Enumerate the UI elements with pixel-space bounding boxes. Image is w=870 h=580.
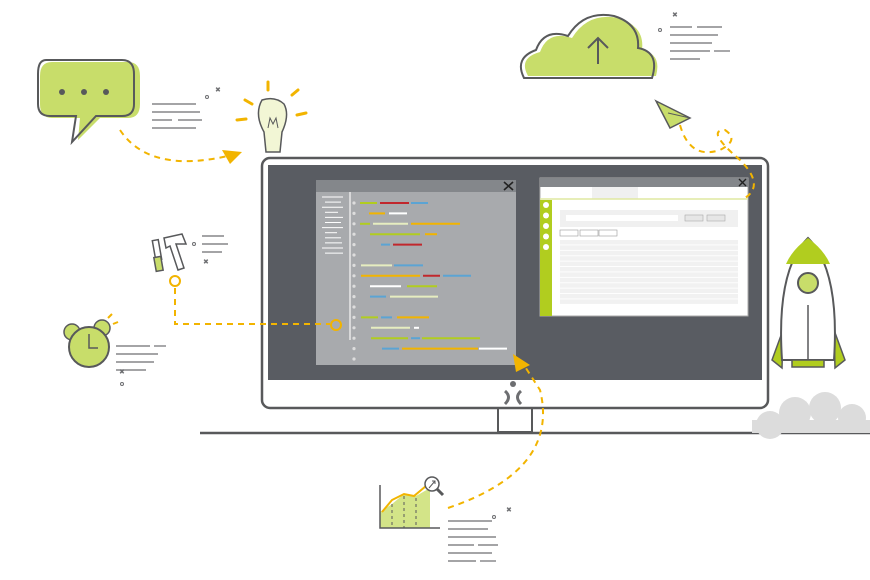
line-marker xyxy=(352,315,356,319)
line-marker xyxy=(352,201,356,205)
nav-dot xyxy=(543,202,549,208)
code-editor-window xyxy=(316,180,516,365)
speech-bubble-icon xyxy=(37,59,140,146)
svg-text:✖: ✖ xyxy=(506,507,512,514)
line-marker xyxy=(352,347,356,351)
line-marker xyxy=(352,263,356,267)
connector-paths xyxy=(119,124,755,509)
tools-icon xyxy=(151,233,188,273)
nav-dot xyxy=(543,212,549,219)
table-row xyxy=(560,240,738,245)
svg-text:✖: ✖ xyxy=(119,369,125,376)
alarm-clock-icon xyxy=(63,313,119,368)
table-row xyxy=(560,250,738,256)
svg-text:✖: ✖ xyxy=(215,87,221,94)
line-marker xyxy=(352,253,356,257)
table-row xyxy=(560,256,738,261)
table-row xyxy=(560,261,738,267)
svg-text:✖: ✖ xyxy=(672,12,678,19)
browser-window xyxy=(539,177,749,317)
table-row xyxy=(560,283,738,288)
table-row xyxy=(560,288,738,294)
close-icon[interactable] xyxy=(503,181,514,191)
table-row xyxy=(560,294,738,299)
rocket-icon xyxy=(771,236,846,370)
line-marker xyxy=(352,222,356,226)
lightbulb-icon xyxy=(235,80,308,153)
monitor-logo-icon xyxy=(503,381,523,406)
nav-dot xyxy=(543,223,549,229)
line-marker xyxy=(352,336,356,340)
table-row xyxy=(560,277,738,283)
line-marker xyxy=(352,326,356,330)
line-marker xyxy=(352,211,356,215)
nav-dot xyxy=(543,233,549,240)
line-marker xyxy=(352,295,356,299)
nav-dot xyxy=(543,244,549,250)
line-marker xyxy=(352,284,356,288)
line-marker xyxy=(352,357,356,361)
line-marker xyxy=(352,243,356,247)
smoke-cloud xyxy=(752,392,870,439)
table-row xyxy=(560,267,738,272)
line-marker xyxy=(352,305,356,309)
line-marker xyxy=(352,274,356,278)
table-row xyxy=(560,299,738,304)
close-icon[interactable] xyxy=(738,178,747,187)
svg-text:✖: ✖ xyxy=(203,259,209,266)
table-row xyxy=(560,245,738,250)
table-row xyxy=(560,272,738,277)
text-placeholder-lines xyxy=(116,26,730,562)
line-marker xyxy=(352,232,356,236)
chart-magnifier-icon xyxy=(379,476,445,529)
paper-plane-icon xyxy=(654,99,692,130)
upload-cloud-icon xyxy=(520,14,658,79)
